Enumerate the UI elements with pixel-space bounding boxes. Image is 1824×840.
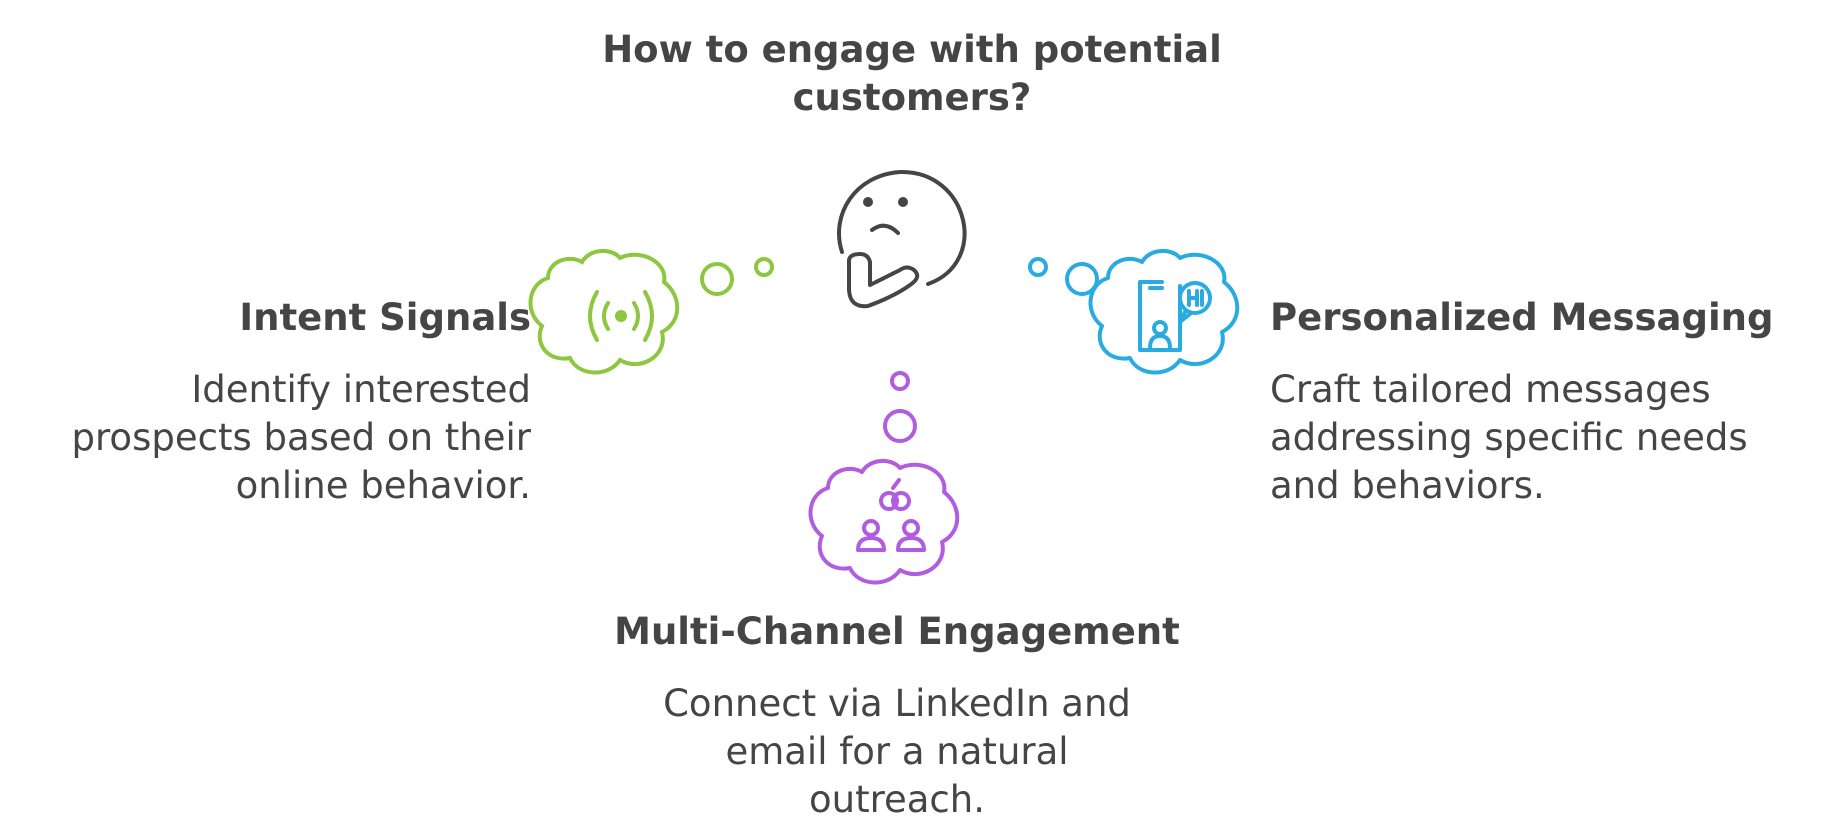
description-line: Connect via LinkedIn and <box>663 682 1131 725</box>
multi-channel-engagement-description: Connect via LinkedIn and email for a nat… <box>0 680 1794 824</box>
description-line: addressing specific needs <box>1270 416 1748 459</box>
description-line: prospects based on their <box>71 416 531 459</box>
intent-signals-heading: Intent Signals <box>239 296 531 339</box>
description-line: Craft tailored messages <box>1270 368 1711 411</box>
personalized-messaging-description: Craft tailored messages addressing speci… <box>1270 366 1748 510</box>
title-line-2: customers? <box>792 76 1032 119</box>
signal-broadcast-icon <box>528 249 680 375</box>
thinking-face-icon <box>837 169 967 309</box>
description-line: Identify interested <box>191 368 531 411</box>
purple-connector-bubbles <box>883 371 917 443</box>
green-connector-bubbles <box>700 257 774 296</box>
description-line: email for a natural <box>725 730 1069 773</box>
diagram-title: How to engage with potential customers? <box>0 26 1824 122</box>
blue-connector-bubbles <box>1028 257 1099 296</box>
description-line: and behaviors. <box>1270 464 1545 507</box>
multi-channel-engagement-heading: Multi-Channel Engagement <box>614 610 1180 653</box>
personalized-messaging-heading: Personalized Messaging <box>1270 296 1774 339</box>
description-line: outreach. <box>809 778 985 821</box>
title-line-1: How to engage with potential <box>602 28 1222 71</box>
description-line: online behavior. <box>235 464 531 507</box>
phone-chat-hi-icon <box>1088 249 1240 375</box>
intent-signals-description: Identify interested prospects based on t… <box>72 366 531 510</box>
people-link-icon <box>808 459 960 585</box>
